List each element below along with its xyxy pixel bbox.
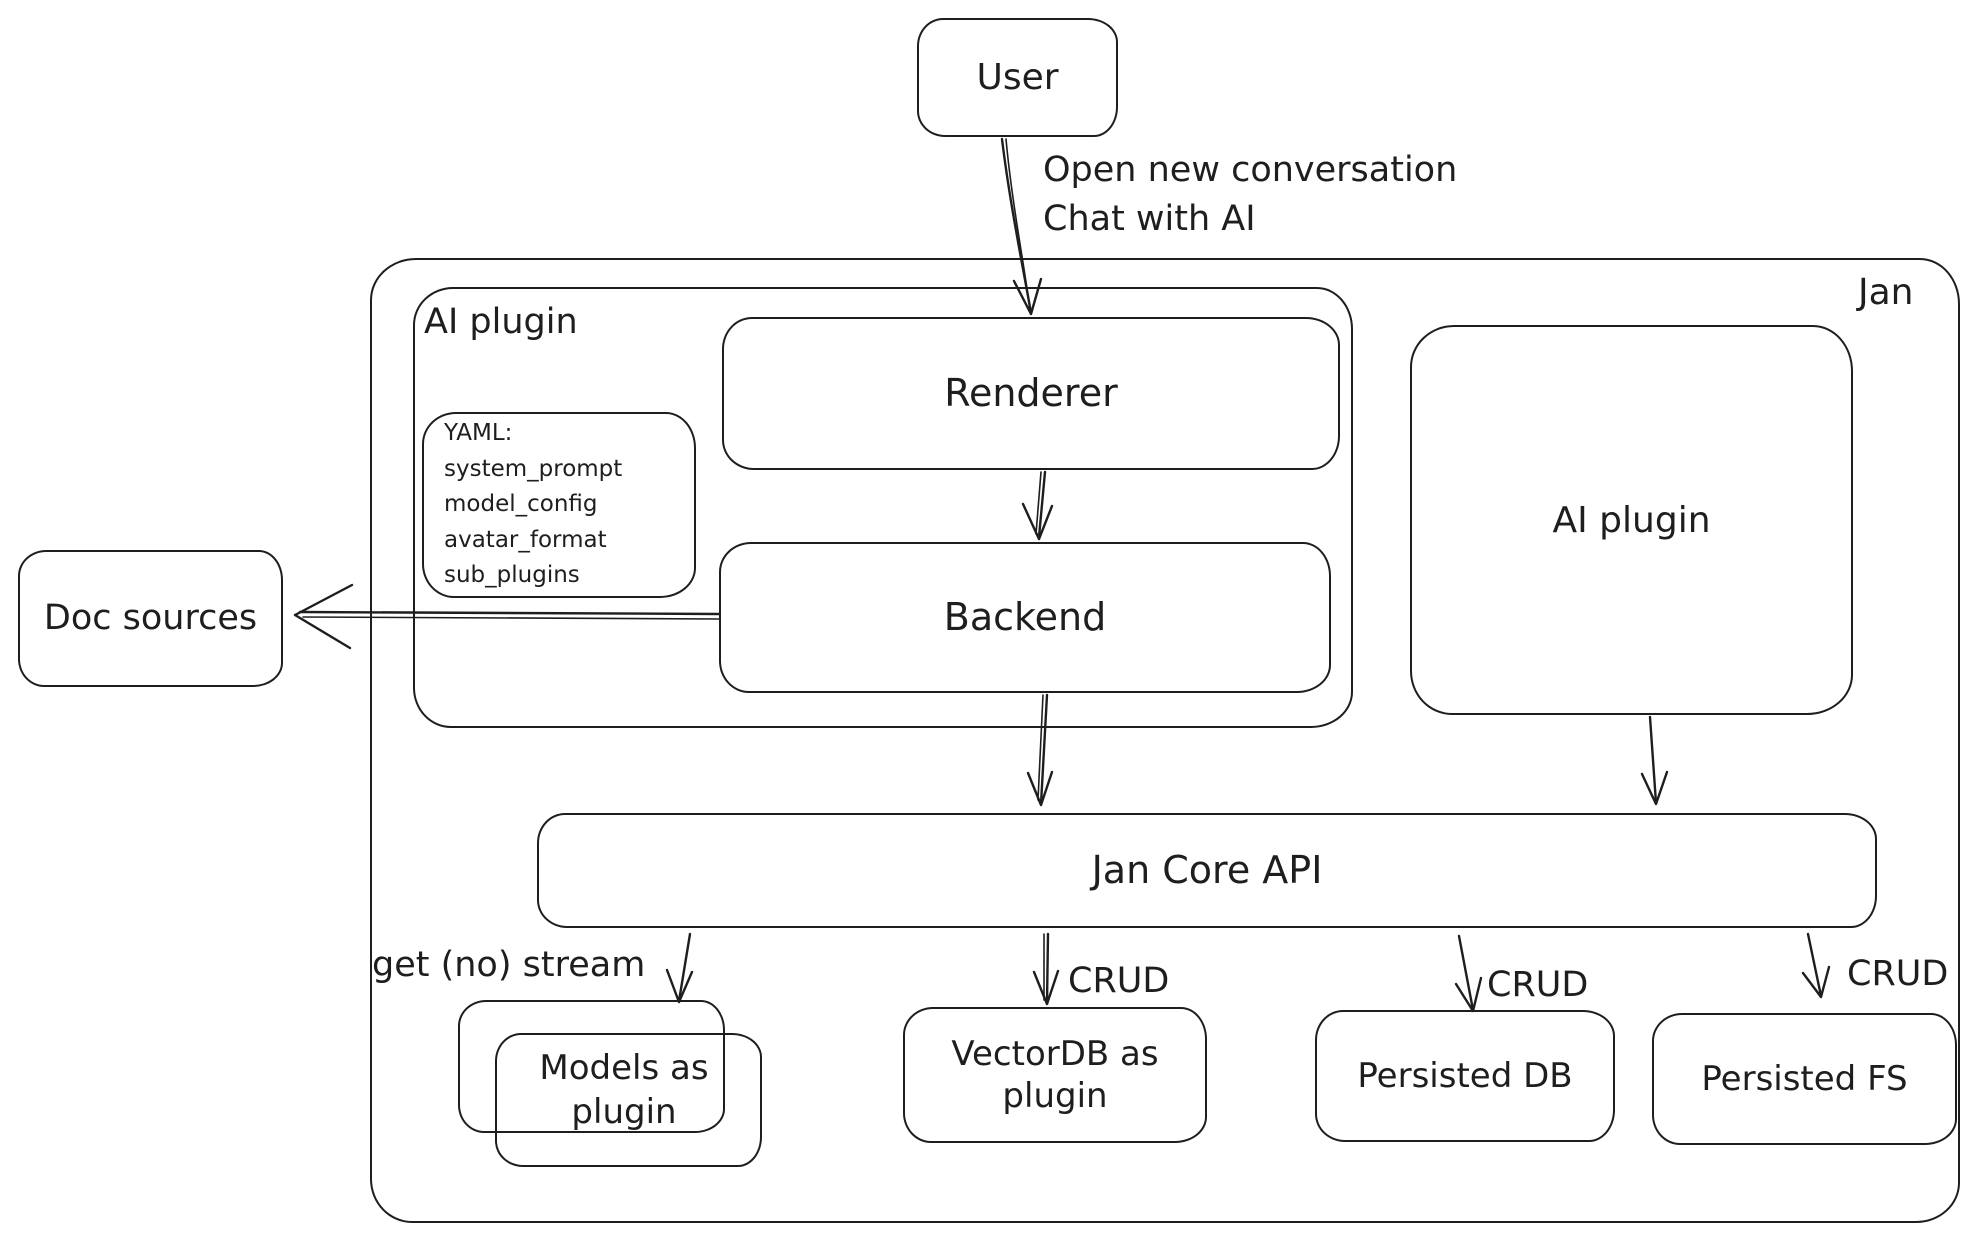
- user-node-label: User: [976, 57, 1059, 98]
- jan-container-label: Jan: [1858, 272, 1914, 313]
- persisted-fs-label: Persisted FS: [1701, 1058, 1908, 1099]
- yaml-note-text: YAML: system_prompt model_config avatar_…: [444, 419, 623, 589]
- renderer-node: Renderer: [722, 317, 1340, 470]
- ai-plugin-group-label: AI plugin: [424, 302, 578, 342]
- edge-label-crud-persisted-fs: CRUD: [1847, 954, 1949, 994]
- doc-sources-node-label: Doc sources: [43, 597, 258, 638]
- yaml-note: YAML: system_prompt model_config avatar_…: [422, 412, 696, 598]
- models-as-plugin-node-back: [458, 1000, 725, 1133]
- ai-plugin-node: AI plugin: [1410, 325, 1853, 715]
- edge-label-crud-persisted-db: CRUD: [1487, 965, 1589, 1005]
- vectordb-as-plugin-node: VectorDB as plugin: [903, 1007, 1207, 1143]
- jan-container-box: [370, 258, 1960, 1223]
- vectordb-as-plugin-label: VectorDB as plugin: [951, 1033, 1159, 1117]
- jan-core-api-node: Jan Core API: [537, 813, 1877, 928]
- backend-node: Backend: [719, 542, 1331, 693]
- edge-label-crud-vectordb: CRUD: [1068, 961, 1170, 1001]
- persisted-db-node: Persisted DB: [1315, 1010, 1615, 1142]
- renderer-node-label: Renderer: [944, 370, 1118, 415]
- edge-label-open-conversation: Open new conversation Chat with AI: [1043, 150, 1458, 239]
- models-as-plugin-node-front: [495, 1033, 762, 1167]
- jan-core-api-node-label: Jan Core API: [1091, 847, 1323, 892]
- doc-sources-node: Doc sources: [18, 550, 283, 687]
- persisted-db-label: Persisted DB: [1357, 1055, 1573, 1096]
- models-as-plugin-label: Models as plugin: [539, 1048, 709, 1133]
- user-node: User: [917, 18, 1118, 137]
- ai-plugin-group-box: [413, 287, 1353, 728]
- backend-node-label: Backend: [943, 594, 1107, 639]
- ai-plugin-node-label: AI plugin: [1552, 499, 1711, 541]
- persisted-fs-node: Persisted FS: [1652, 1013, 1957, 1145]
- edge-label-get-no-stream: get (no) stream: [372, 945, 646, 985]
- arrowhead-backend-to-doc-sources: [293, 583, 354, 650]
